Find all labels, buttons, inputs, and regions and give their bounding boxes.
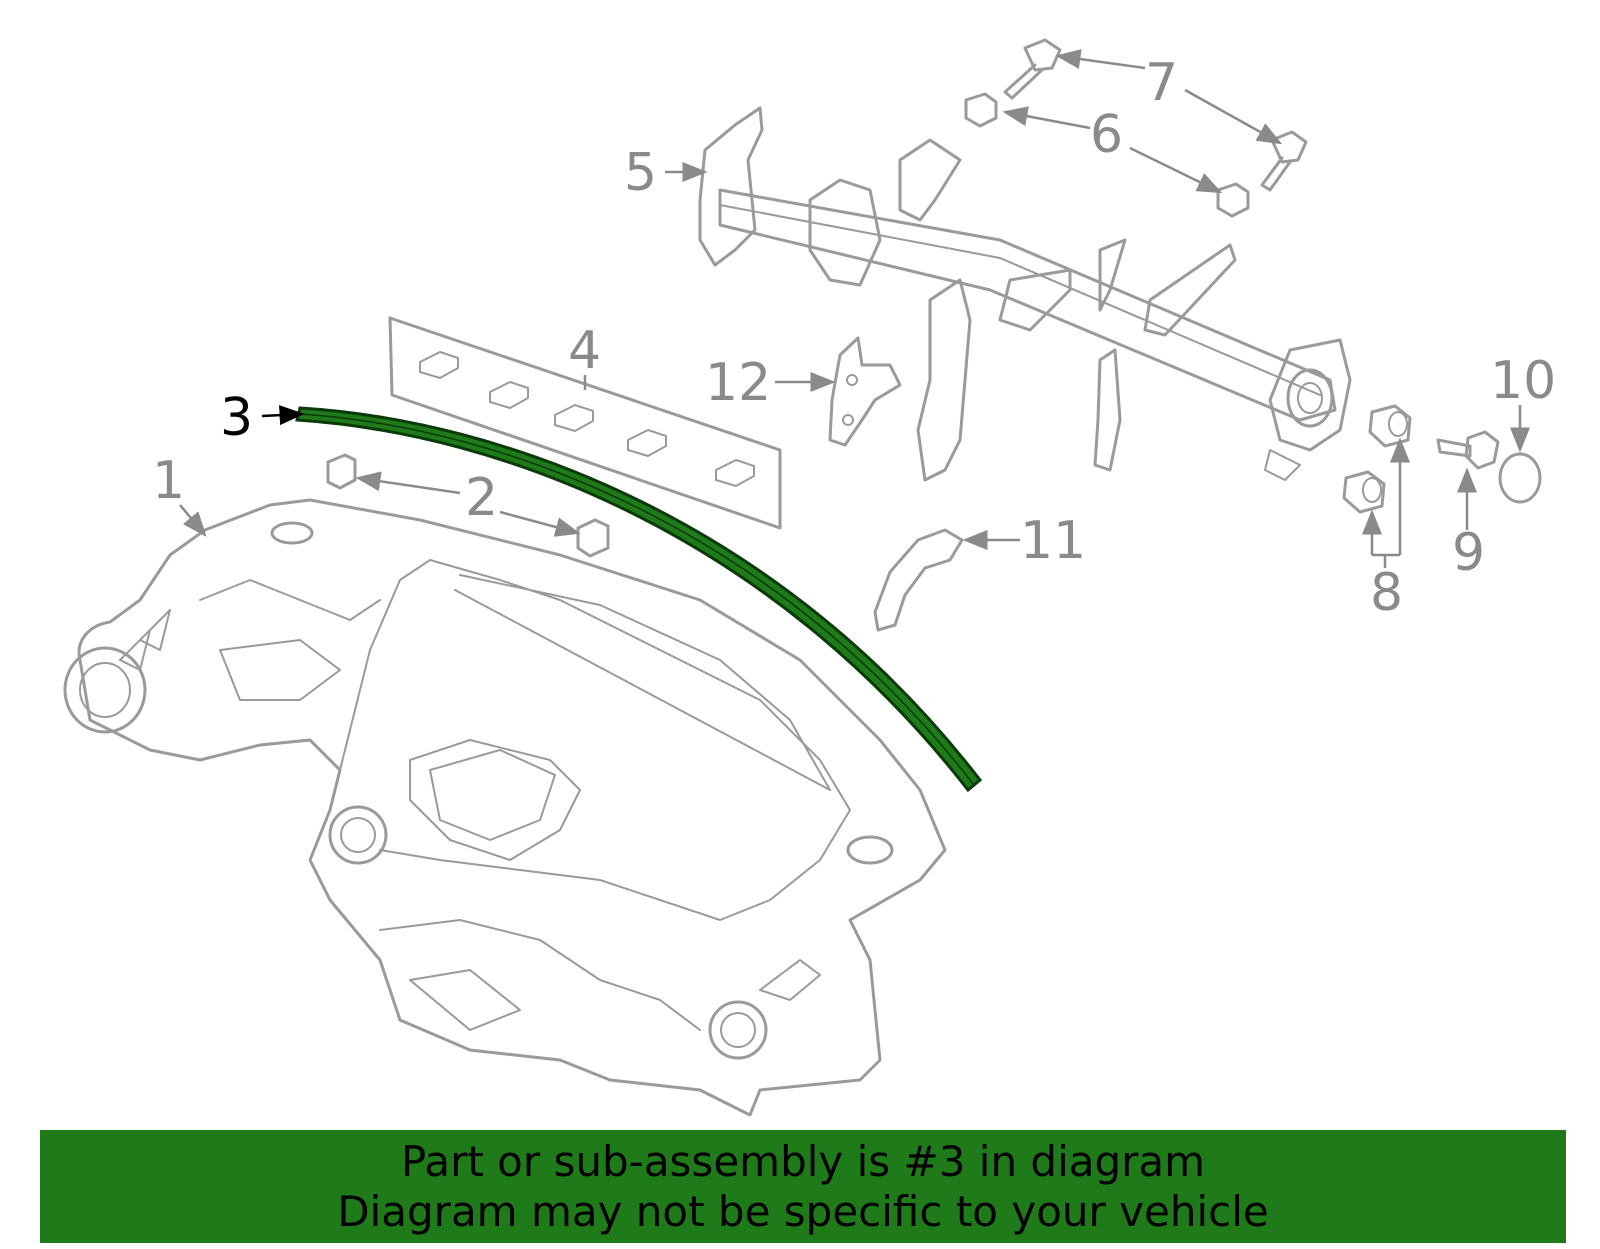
bracket-part-11[interactable] — [873, 528, 964, 632]
leader-lines — [179, 49, 1530, 568]
instrument-panel-part-1[interactable] — [63, 498, 947, 1117]
callout-4: 4 — [568, 321, 601, 381]
callout-7: 7 — [1145, 53, 1178, 113]
bolt-part-9[interactable] — [1436, 430, 1500, 470]
callout-1: 1 — [152, 451, 185, 511]
callout-11: 11 — [1020, 511, 1086, 571]
pad-sheet-part-4[interactable] — [388, 316, 782, 530]
banner-line-part-number: Part or sub-assembly is #3 in diagram — [400, 1136, 1206, 1186]
callout-labels: 1 2 3 4 5 6 7 8 9 10 11 12 — [152, 53, 1556, 623]
callout-10: 10 — [1490, 351, 1556, 411]
callout-2: 2 — [465, 468, 498, 528]
banner-line-disclaimer: Diagram may not be specific to your vehi… — [337, 1186, 1269, 1236]
callout-12: 12 — [705, 353, 771, 413]
cap-part-10[interactable] — [1498, 452, 1542, 504]
callout-9: 9 — [1452, 523, 1485, 583]
weatherstrip-part-3[interactable] — [295, 406, 983, 793]
bracket-part-12[interactable] — [828, 336, 902, 447]
reinforcement-beam-part-5[interactable] — [698, 106, 1352, 482]
nut-part-6[interactable] — [964, 92, 1250, 218]
clip-part-2[interactable] — [326, 453, 610, 558]
callout-5: 5 — [624, 143, 657, 203]
callout-6: 6 — [1090, 105, 1123, 165]
callout-8: 8 — [1370, 563, 1403, 623]
notice-banner: Part or sub-assembly is #3 in diagram Di… — [40, 1130, 1566, 1243]
callout-3: 3 — [220, 388, 253, 448]
